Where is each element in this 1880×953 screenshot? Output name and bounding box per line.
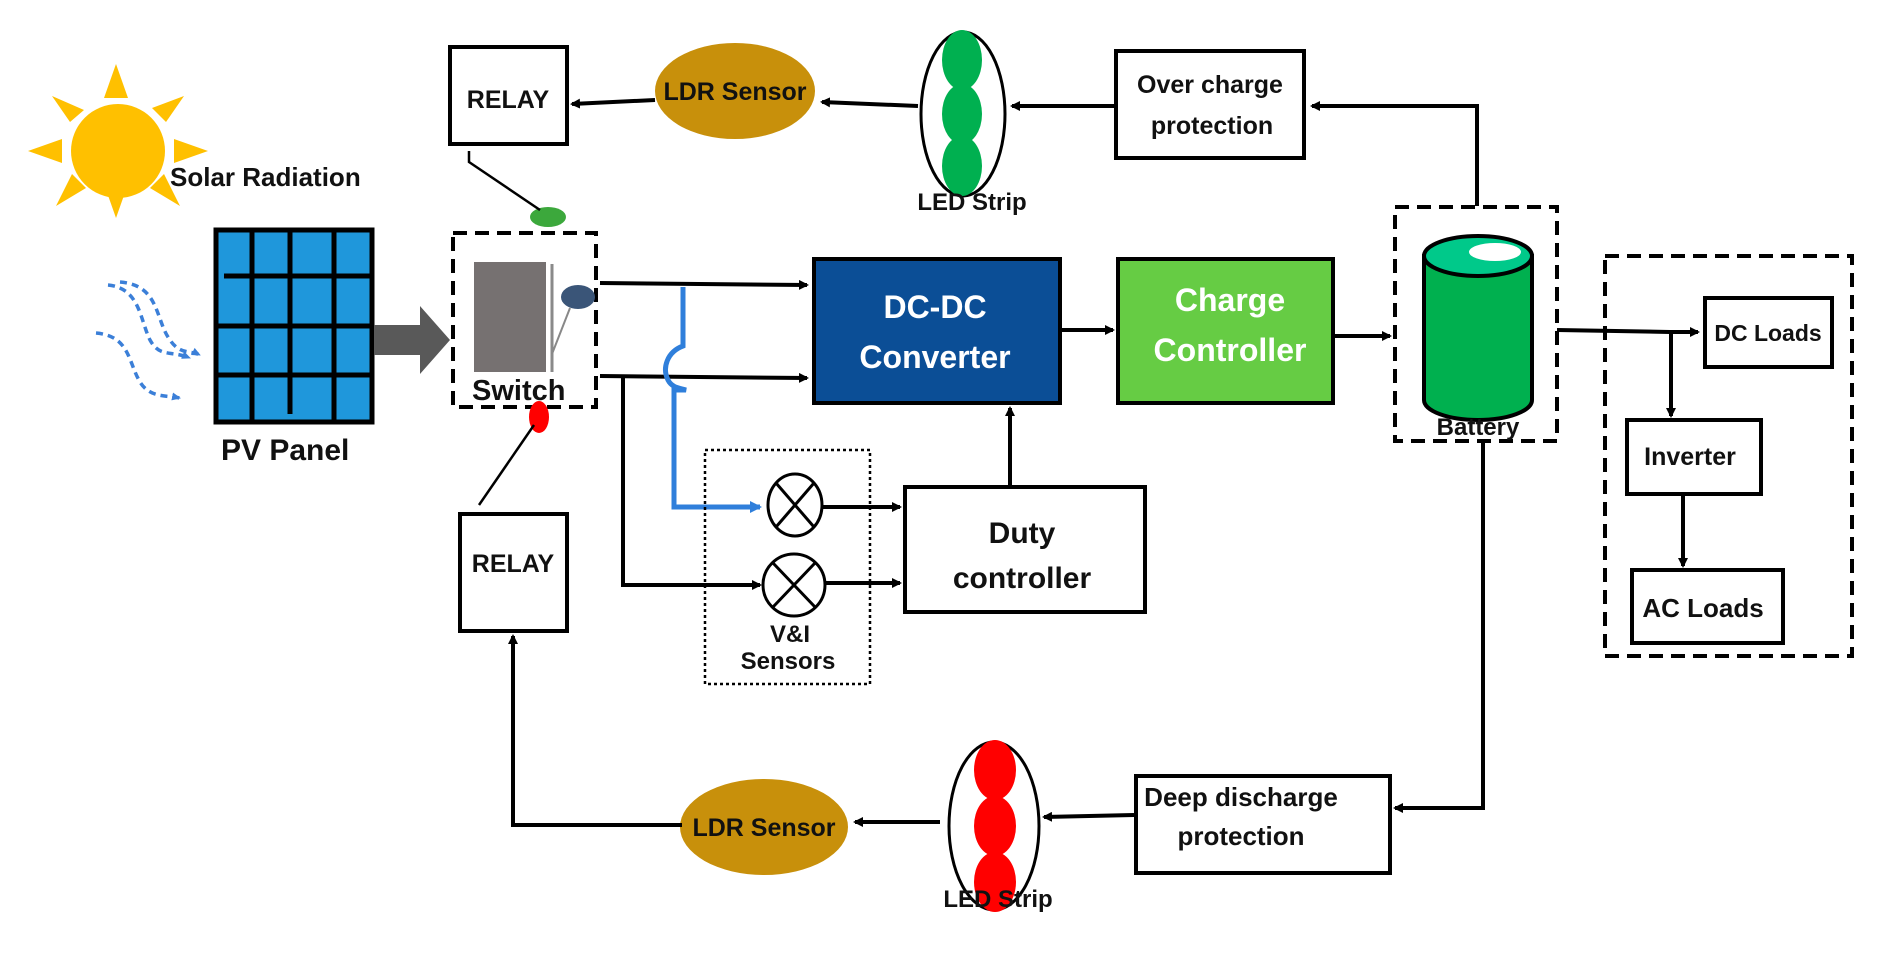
arrow-ldr-to-relay-top bbox=[570, 98, 656, 109]
over-charge-protection-block[interactable]: Over charge protection bbox=[1114, 49, 1306, 160]
dcdc-converter-block[interactable]: DC-DC Converter bbox=[812, 257, 1062, 405]
multiplier-bottom-icon bbox=[761, 552, 827, 618]
dc-loads-label: DC Loads bbox=[1714, 320, 1821, 346]
over-charge-label-1: Over charge bbox=[1137, 71, 1283, 99]
sun-icon bbox=[28, 64, 208, 218]
arrow-battery-to-dcloads bbox=[1556, 327, 1700, 337]
over-charge-label-2: protection bbox=[1151, 112, 1273, 140]
vi-sensors-group bbox=[703, 448, 872, 686]
arrow-battery-to-overcharge bbox=[1310, 101, 1479, 206]
dc-loads-block[interactable]: DC Loads bbox=[1703, 296, 1834, 369]
arrow-ldr-to-relay-bottom bbox=[508, 634, 682, 827]
inverter-block[interactable]: Inverter bbox=[1625, 418, 1763, 496]
arrow-battery-to-deepdischarge bbox=[1393, 442, 1485, 813]
deep-discharge-protection-block[interactable]: Deep discharge protection bbox=[1134, 774, 1392, 875]
deep-discharge-label-1: Deep discharge bbox=[1144, 782, 1338, 812]
ac-loads-block[interactable]: AC Loads bbox=[1630, 568, 1785, 645]
green-indicator-icon bbox=[530, 207, 566, 227]
voltage-sense-wire bbox=[621, 378, 762, 590]
relay-top-label: RELAY bbox=[467, 86, 550, 114]
current-sense-wire bbox=[663, 287, 762, 513]
wire-switch-to-dcdc-bottom bbox=[599, 372, 809, 383]
arrow-deepdischarge-to-led bbox=[1042, 811, 1135, 822]
radiation-arrows-icon bbox=[95, 280, 201, 401]
sensors-label-2: Sensors bbox=[741, 648, 836, 675]
led-top-label: LED Strip bbox=[917, 189, 1026, 216]
sensors-label-1: V&I bbox=[770, 621, 810, 648]
led-strip-bottom[interactable]: LED Strip bbox=[943, 740, 1053, 913]
relay-bottom-label: RELAY bbox=[472, 550, 555, 578]
duty-controller-block[interactable]: Duty controller bbox=[903, 485, 1147, 614]
duty-label-2: controller bbox=[953, 562, 1092, 595]
pv-panel-label: PV Panel bbox=[221, 434, 349, 467]
charge-label-1: Charge bbox=[1175, 282, 1285, 318]
wire-switch-to-dcdc-top bbox=[599, 279, 809, 290]
pv-panel-icon bbox=[213, 227, 375, 425]
duty-label-1: Duty bbox=[989, 517, 1056, 550]
led-strip-top[interactable]: LED Strip bbox=[917, 30, 1027, 216]
dcdc-label-2: Converter bbox=[859, 339, 1010, 375]
deep-discharge-label-2: protection bbox=[1177, 821, 1304, 851]
dcdc-label-1: DC-DC bbox=[883, 289, 986, 325]
charge-controller-block[interactable]: Charge Controller bbox=[1116, 257, 1335, 405]
charge-label-2: Controller bbox=[1154, 332, 1307, 368]
switch-contact-indicator bbox=[561, 285, 595, 309]
battery-label: Battery bbox=[1437, 414, 1520, 441]
arrow-led-to-ldr-top bbox=[820, 97, 919, 108]
switch-label: Switch bbox=[472, 375, 565, 407]
power-flow-arrow bbox=[374, 306, 450, 374]
inverter-label: Inverter bbox=[1644, 443, 1736, 471]
multiplier-top-icon bbox=[766, 472, 824, 538]
relay-top-block[interactable]: RELAY bbox=[448, 45, 569, 146]
solar-radiation-label: Solar Radiation bbox=[170, 162, 361, 192]
relay-top-link bbox=[467, 151, 541, 212]
switch-block[interactable]: Switch bbox=[451, 231, 598, 409]
relay-bottom-link bbox=[477, 424, 536, 506]
loads-group bbox=[1603, 254, 1854, 658]
relay-bottom-block[interactable]: RELAY bbox=[458, 512, 569, 633]
led-bottom-label: LED Strip bbox=[943, 886, 1052, 913]
ldr-bottom-label: LDR Sensor bbox=[692, 814, 835, 842]
ldr-sensor-top[interactable]: LDR Sensor bbox=[655, 43, 815, 139]
ac-loads-label: AC Loads bbox=[1642, 593, 1763, 623]
battery-block[interactable]: Battery bbox=[1393, 205, 1559, 443]
ldr-top-label: LDR Sensor bbox=[663, 78, 806, 106]
ldr-sensor-bottom[interactable]: LDR Sensor bbox=[680, 779, 848, 875]
